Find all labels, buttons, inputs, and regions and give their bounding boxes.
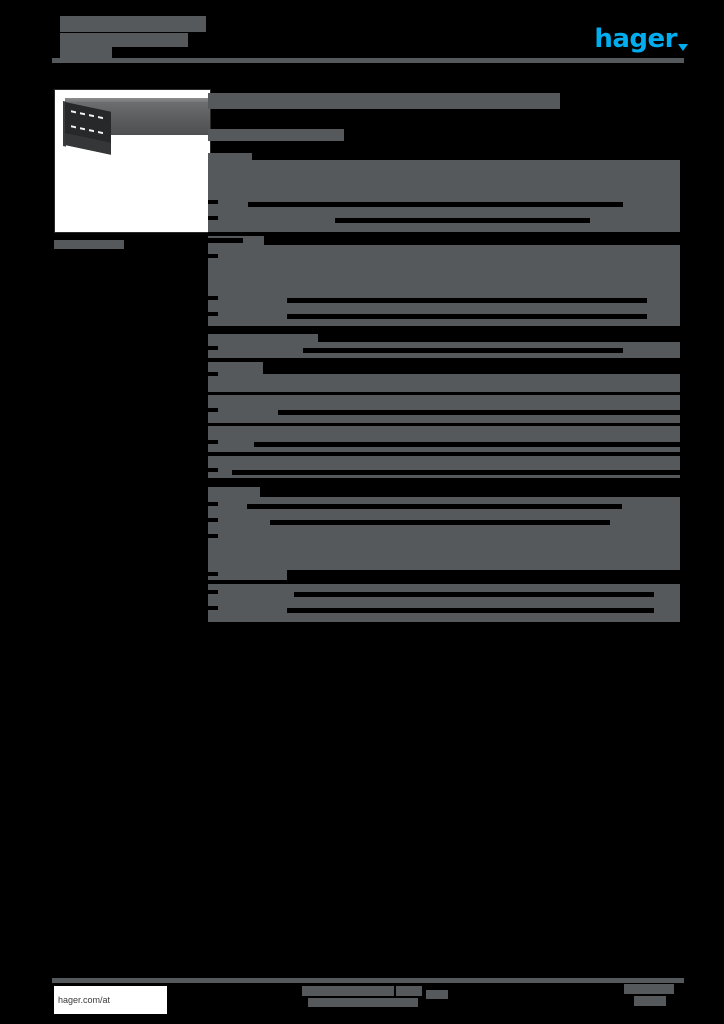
row-notch <box>208 216 218 220</box>
row-notch <box>208 606 218 610</box>
row-notch <box>208 518 218 522</box>
row-notch <box>208 254 218 258</box>
document-subtitle: ████████████ <box>60 33 188 47</box>
row-leader <box>287 608 654 613</box>
row-gap <box>208 232 680 236</box>
table-row <box>208 497 680 580</box>
materials-section-kicker <box>208 487 260 497</box>
row-leader <box>303 348 623 353</box>
table-row <box>208 395 680 423</box>
product-image-caption: ███████ <box>54 240 124 249</box>
hager-logo-text: hager <box>594 24 677 54</box>
row-leader <box>254 442 680 447</box>
trunking-slot <box>89 129 94 133</box>
row-leader <box>232 470 680 475</box>
footer-address-line: █████████ <box>308 998 418 1007</box>
page-header: ██████████████ ████████████ █████ hager <box>0 0 724 78</box>
row-leader <box>294 592 654 597</box>
row-notch <box>208 408 218 412</box>
hager-logo-triangle-icon <box>678 44 688 51</box>
row-leader <box>247 504 622 509</box>
row-gap <box>208 358 680 362</box>
trunking-slot <box>89 114 94 118</box>
table-row <box>208 236 680 326</box>
trunking-slot <box>80 112 85 116</box>
row-leader <box>287 298 647 303</box>
row-notch <box>208 312 218 316</box>
document-title: ██████████████ <box>60 16 206 32</box>
footer-company-line: ████████ <box>302 986 394 996</box>
trunking-slot <box>98 116 103 120</box>
row-leader <box>287 314 647 319</box>
footer-url-link[interactable]: hager.com/at <box>58 995 111 1005</box>
header-divider <box>52 58 684 63</box>
row-gap <box>208 392 680 395</box>
row-notch <box>208 372 218 376</box>
footer-company-line-suffix: ██ <box>396 986 422 996</box>
table-row <box>208 584 680 622</box>
row-leader <box>270 520 610 525</box>
footer-divider <box>52 978 684 983</box>
row-notch <box>208 534 218 538</box>
trunking-slot <box>71 125 76 129</box>
trunking-slot <box>80 127 85 131</box>
row-notch <box>208 590 218 594</box>
row-leader <box>287 570 680 581</box>
footer-page-label: ████ <box>624 984 674 994</box>
trunking-slot <box>71 110 76 114</box>
row-notch <box>208 200 218 204</box>
row-gap <box>208 452 680 456</box>
row-gap <box>208 580 680 584</box>
spec-heading: ██████████████████████████████ <box>208 93 560 109</box>
row-notch <box>208 440 218 444</box>
trunking-lid <box>65 98 210 104</box>
document-title-continuation: █████ <box>60 46 112 59</box>
row-leader <box>264 236 680 245</box>
spec-section-kicker: ████ <box>208 153 252 163</box>
row-notch <box>208 572 218 576</box>
row-leader <box>248 202 623 207</box>
row-notch <box>208 296 218 300</box>
footer-url-box[interactable]: hager.com/at <box>54 986 167 1014</box>
trunking-slot <box>98 131 103 135</box>
table-row <box>208 426 680 452</box>
product-image-frame[interactable] <box>54 89 211 233</box>
footer-address-line-suffix: ██ <box>426 990 448 999</box>
footer-page-number: ██ <box>634 996 666 1006</box>
row-notch <box>208 468 218 472</box>
spec-reference: ████████████ <box>208 129 344 141</box>
row-gap <box>208 423 680 426</box>
hager-logo[interactable]: hager <box>592 24 688 54</box>
row-leader <box>263 362 680 374</box>
row-leader <box>278 410 680 415</box>
row-notch <box>208 238 218 242</box>
row-notch <box>208 346 218 350</box>
row-leader <box>335 218 590 223</box>
product-photo-cable-trunking <box>55 90 210 232</box>
row-leader <box>318 334 680 342</box>
row-gap <box>208 326 680 334</box>
row-leader <box>208 238 243 243</box>
row-notch <box>208 502 218 506</box>
